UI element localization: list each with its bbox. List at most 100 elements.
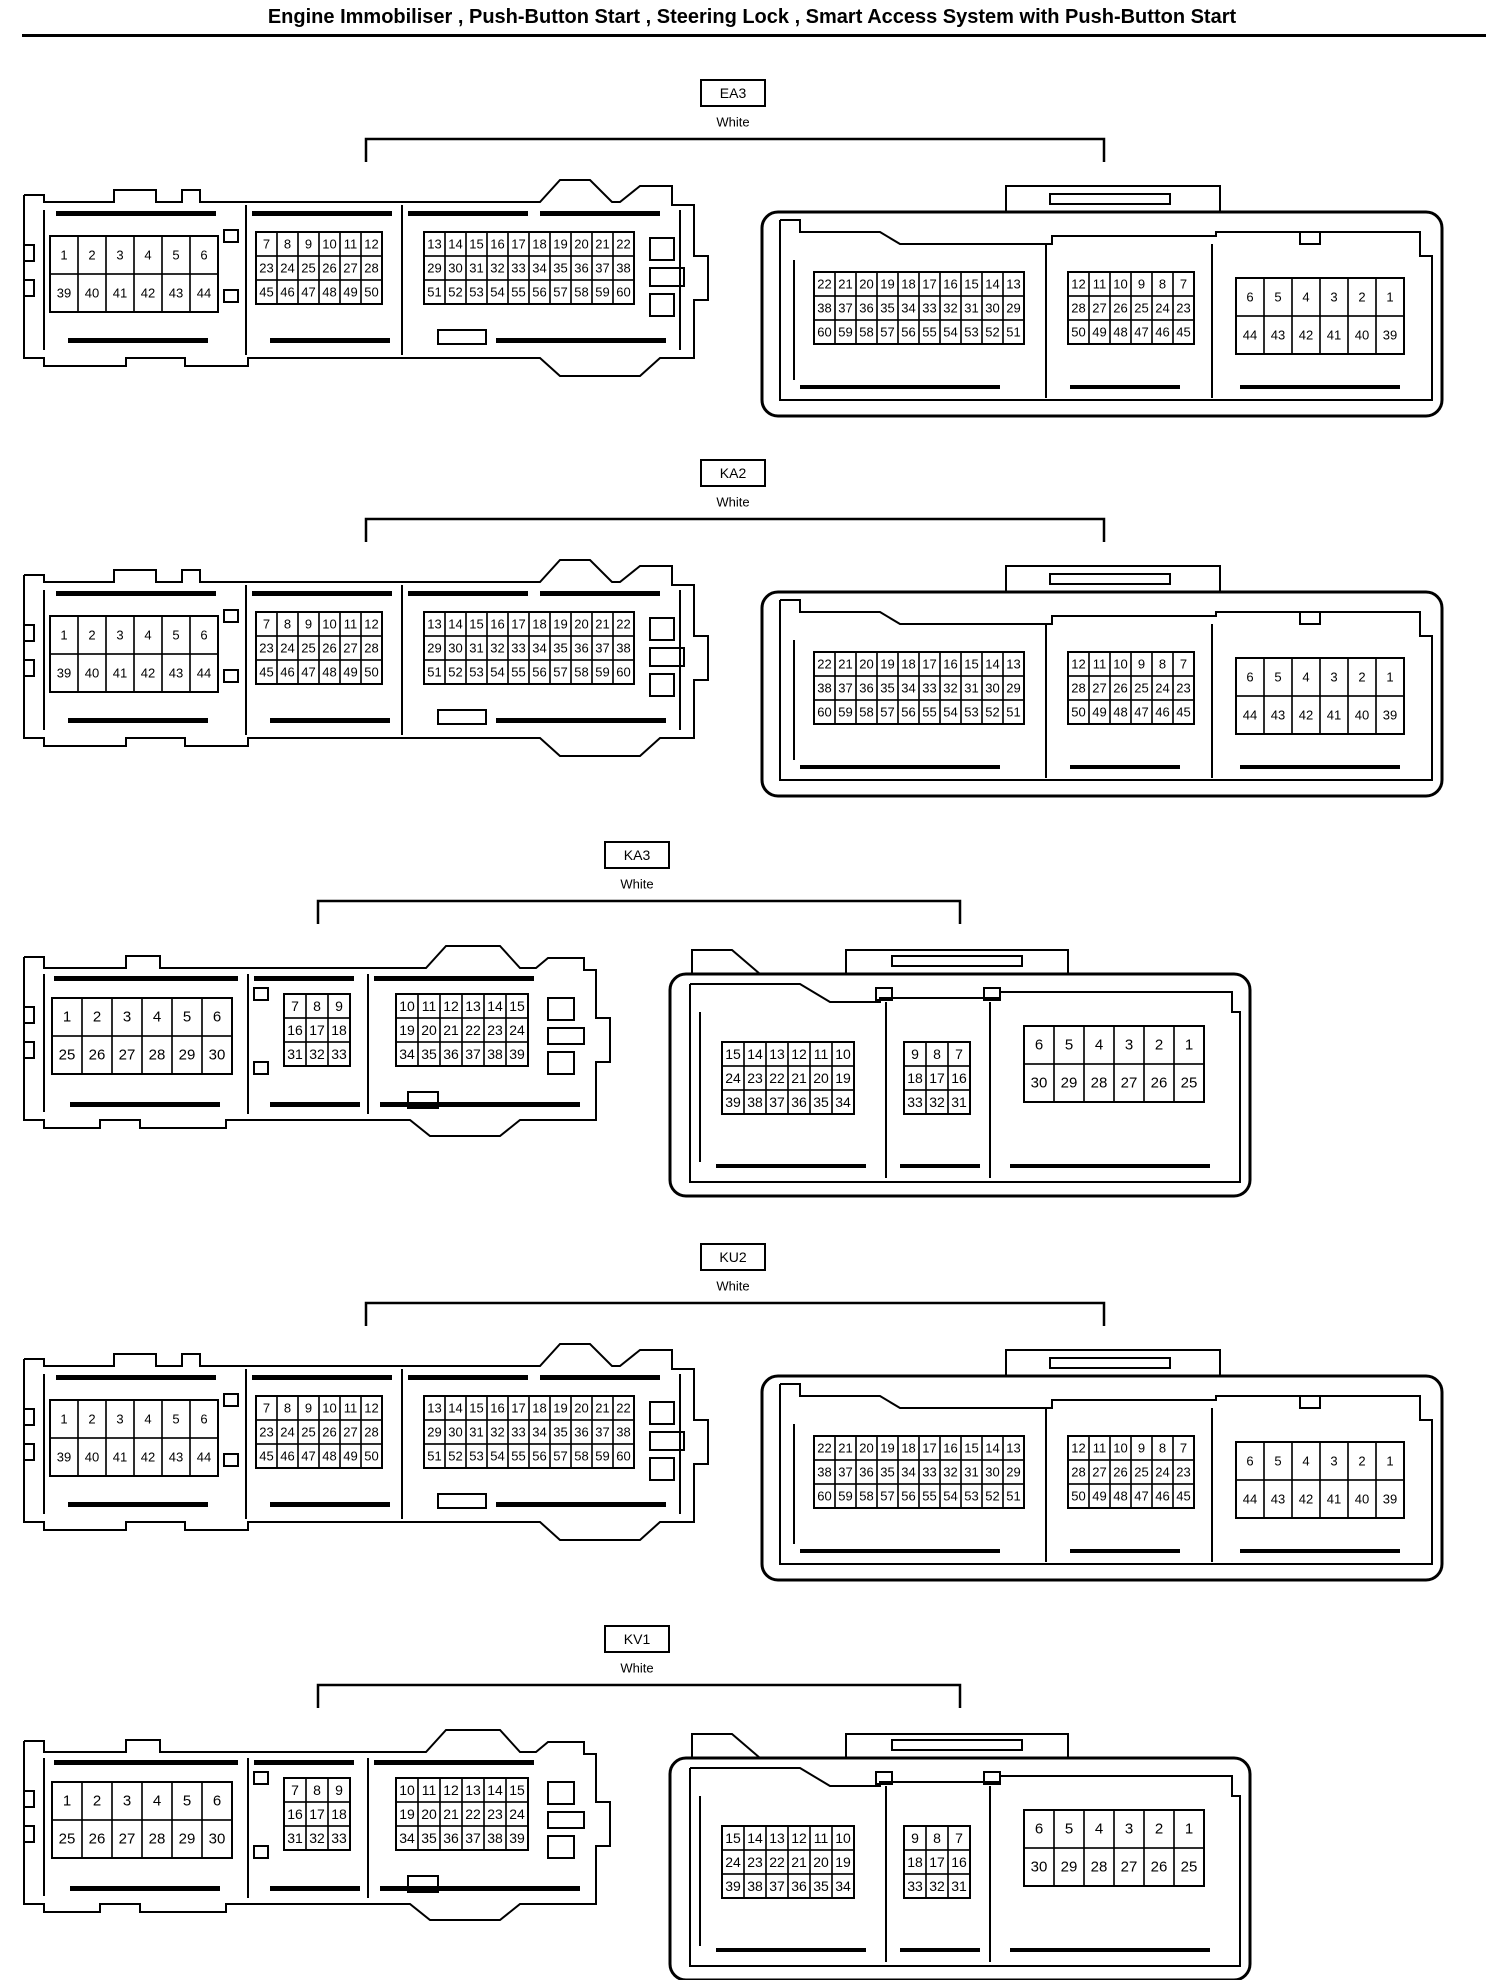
pin-number: 35	[880, 681, 894, 696]
pin-number: 3	[123, 1793, 131, 1810]
pin-number: 3	[116, 628, 123, 643]
pin-number: 26	[322, 261, 336, 276]
pin-number: 6	[200, 628, 207, 643]
pin-number: 35	[880, 301, 894, 316]
side-notch	[23, 279, 35, 297]
pin-number: 13	[465, 998, 481, 1014]
bottom-rib	[800, 385, 1000, 389]
pin-number: 32	[490, 261, 504, 276]
pin-number: 48	[1113, 705, 1127, 720]
pin-number: 45	[1176, 705, 1190, 720]
pin-number: 27	[343, 1425, 357, 1440]
pin-number: 11	[422, 1782, 437, 1798]
pin-number: 10	[322, 617, 336, 632]
pin-number: 4	[144, 1412, 151, 1427]
pin-number: 42	[1299, 708, 1313, 723]
pin-number: 20	[574, 617, 588, 632]
top-slot	[891, 1739, 1023, 1751]
pin-number: 29	[427, 1425, 441, 1440]
pin-number: 12	[364, 617, 378, 632]
pin-number: 18	[901, 657, 915, 672]
pin-number: 16	[490, 237, 504, 252]
pin-number: 39	[509, 1046, 525, 1062]
connector-color: White	[716, 495, 749, 510]
pin-number: 23	[487, 1022, 503, 1038]
top-rib	[254, 976, 354, 981]
pin-number: 35	[813, 1094, 829, 1110]
pin-number: 7	[955, 1046, 963, 1062]
pin-number: 11	[422, 998, 437, 1014]
pin-number: 14	[985, 657, 999, 672]
pin-number: 57	[553, 665, 567, 680]
pin-number: 21	[595, 617, 609, 632]
pin-number: 45	[259, 665, 273, 680]
pin-number: 56	[532, 1449, 546, 1464]
pin-number: 50	[1071, 1489, 1085, 1504]
pin-cell	[201, 1035, 233, 1075]
pin-number: 3	[1330, 670, 1337, 685]
pin-number: 8	[313, 998, 321, 1014]
pin-number: 16	[943, 657, 957, 672]
pin-number: 30	[1031, 1859, 1048, 1876]
pin-number: 4	[153, 1009, 161, 1026]
pin-number: 48	[1113, 325, 1127, 340]
pin-number: 5	[1065, 1037, 1073, 1054]
pin-number: 20	[859, 277, 873, 292]
latch-slot	[437, 1493, 487, 1509]
key-notch	[875, 987, 893, 1001]
pin-number: 59	[838, 1489, 852, 1504]
pin-number: 9	[305, 237, 312, 252]
pin-number: 26	[1113, 681, 1127, 696]
pin-number: 30	[209, 1047, 226, 1064]
pin-number: 32	[309, 1046, 325, 1062]
pin-number: 35	[813, 1878, 829, 1894]
bottom-rib	[1010, 1948, 1210, 1952]
pin-number: 14	[985, 277, 999, 292]
key-slot	[649, 293, 675, 317]
pin-number: 39	[725, 1094, 741, 1110]
pin-number: 10	[399, 998, 415, 1014]
pin-number: 27	[119, 1831, 136, 1848]
pin-number: 31	[469, 1425, 483, 1440]
pin-number: 19	[553, 237, 567, 252]
side-notch	[23, 1041, 35, 1059]
pin-number: 60	[616, 285, 630, 300]
pin-number: 53	[469, 285, 483, 300]
pin-number: 50	[1071, 325, 1085, 340]
pin-number: 26	[1151, 1859, 1168, 1876]
pin-number: 12	[364, 1401, 378, 1416]
pin-number: 2	[93, 1793, 101, 1810]
pin-number: 20	[574, 1401, 588, 1416]
pin-number: 60	[817, 325, 831, 340]
pin-number: 44	[197, 1450, 211, 1465]
pin-number: 15	[964, 277, 978, 292]
pin-number: 12	[791, 1046, 807, 1062]
pin-number: 59	[838, 325, 852, 340]
pin-number: 52	[985, 705, 999, 720]
key-slot	[547, 1811, 585, 1829]
pin-number: 10	[1113, 277, 1127, 292]
pin-number: 26	[1151, 1075, 1168, 1092]
pin-number: 11	[1093, 1441, 1107, 1456]
pin-number: 16	[287, 1022, 303, 1038]
pin-number: 18	[331, 1022, 347, 1038]
pin-number: 17	[309, 1022, 325, 1038]
pin-number: 14	[487, 998, 503, 1014]
key-slot	[547, 1835, 575, 1859]
female-left-tab	[691, 949, 761, 975]
pin-number: 16	[287, 1806, 303, 1822]
pin-number: 4	[1095, 1821, 1103, 1838]
pin-number: 24	[280, 1425, 294, 1440]
pin-number: 18	[532, 1401, 546, 1416]
pin-number: 31	[964, 681, 978, 696]
pin-number: 34	[901, 1465, 915, 1480]
pin-number: 46	[280, 665, 294, 680]
pin-number: 36	[859, 681, 873, 696]
pin-number: 7	[1180, 1441, 1187, 1456]
pin-number: 2	[1155, 1821, 1163, 1838]
